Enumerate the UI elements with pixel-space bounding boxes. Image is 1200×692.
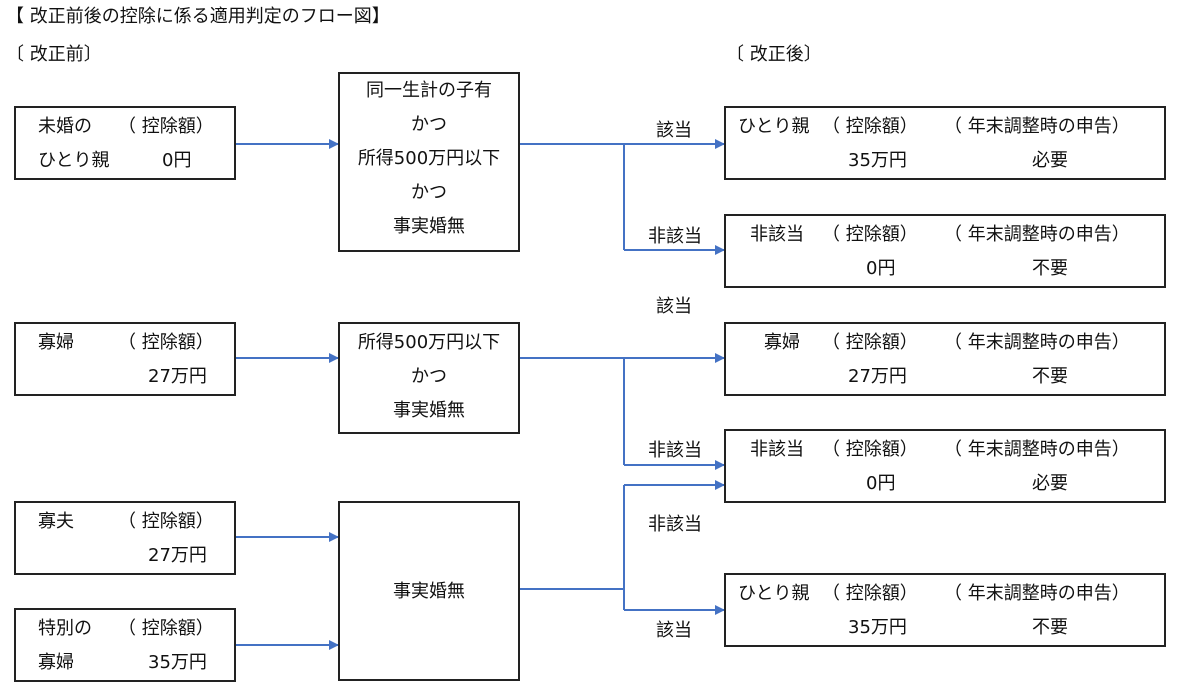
deduction-label: （ 控除額） xyxy=(822,332,918,353)
condition-text: 事実婚無 xyxy=(393,400,465,421)
declaration-value: 不要 xyxy=(1032,366,1068,387)
branch-label-not-applicable: 非該当 xyxy=(648,440,702,461)
deduction-label: （ 控除額） xyxy=(118,511,214,532)
condition-text: 同一生計の子有 xyxy=(366,80,492,101)
deduction-amount: 27万円 xyxy=(148,545,207,566)
after-box-widow: 寡婦 （ 控除額） （ 年末調整時の申告） 27万円 不要 xyxy=(724,322,1166,396)
after-heading: 〔 改正後〕 xyxy=(726,44,822,65)
condition-text: 所得500万円以下 xyxy=(357,148,501,169)
before-box-widow: 寡婦 （ 控除額） 27万円 xyxy=(14,322,236,396)
after-box-not-applicable-2: 非該当 （ 控除額） （ 年末調整時の申告） 0円 必要 xyxy=(724,429,1166,503)
deduction-label: （ 控除額） xyxy=(822,224,918,245)
deduction-amount: 35万円 xyxy=(148,652,207,673)
deduction-amount: 0円 xyxy=(866,258,896,279)
declaration-label: （ 年末調整時の申告） xyxy=(944,224,1130,245)
before-label: 寡婦 xyxy=(38,652,74,673)
after-category: 寡婦 xyxy=(764,332,800,353)
deduction-label: （ 控除額） xyxy=(118,332,214,353)
declaration-label: （ 年末調整時の申告） xyxy=(944,583,1130,604)
condition-text: 事実婚無 xyxy=(393,581,465,602)
before-box-widower: 寡夫 （ 控除額） 27万円 xyxy=(14,501,236,575)
branch-label-not-applicable: 非該当 xyxy=(648,226,702,247)
deduction-label: （ 控除額） xyxy=(118,116,214,137)
deduction-label: （ 控除額） xyxy=(822,583,918,604)
before-heading: 〔 改正前〕 xyxy=(6,44,102,65)
after-box-not-applicable-1: 非該当 （ 控除額） （ 年末調整時の申告） 0円 不要 xyxy=(724,214,1166,288)
before-label: 寡婦 xyxy=(38,332,74,353)
before-label: 未婚の xyxy=(38,116,92,137)
condition-text: 所得500万円以下 xyxy=(357,332,501,353)
deduction-label: （ 控除額） xyxy=(118,618,214,639)
deduction-amount: 27万円 xyxy=(848,366,907,387)
condition-box-2: 所得500万円以下 かつ 事実婚無 xyxy=(338,322,520,434)
condition-text: かつ xyxy=(411,182,447,203)
after-category: ひとり親 xyxy=(738,583,810,604)
before-label: 寡夫 xyxy=(38,511,74,532)
branch-label-applicable: 該当 xyxy=(656,296,692,317)
declaration-label: （ 年末調整時の申告） xyxy=(944,439,1130,460)
declaration-value: 不要 xyxy=(1032,258,1068,279)
after-category: ひとり親 xyxy=(738,116,810,137)
condition-text: 事実婚無 xyxy=(393,216,465,237)
branch-label-applicable: 該当 xyxy=(656,120,692,141)
before-label: ひとり親 xyxy=(38,150,110,171)
after-category: 非該当 xyxy=(750,439,804,460)
condition-text: かつ xyxy=(411,366,447,387)
deduction-amount: 0円 xyxy=(866,473,896,494)
deduction-amount: 0円 xyxy=(162,150,192,171)
deduction-amount: 35万円 xyxy=(848,617,907,638)
condition-box-1: 同一生計の子有 かつ 所得500万円以下 かつ 事実婚無 xyxy=(338,72,520,252)
after-box-single-parent-1: ひとり親 （ 控除額） （ 年末調整時の申告） 35万円 必要 xyxy=(724,106,1166,180)
condition-text: かつ xyxy=(411,114,447,135)
deduction-amount: 35万円 xyxy=(848,150,907,171)
declaration-value: 必要 xyxy=(1032,473,1068,494)
deduction-amount: 27万円 xyxy=(148,366,207,387)
branch-label-not-applicable: 非該当 xyxy=(648,514,702,535)
after-box-single-parent-2: ひとり親 （ 控除額） （ 年末調整時の申告） 35万円 不要 xyxy=(724,573,1166,647)
declaration-value: 不要 xyxy=(1032,617,1068,638)
deduction-label: （ 控除額） xyxy=(822,439,918,460)
page-title: 【 改正前後の控除に係る適用判定のフロー図】 xyxy=(6,6,390,27)
branch-label-applicable: 該当 xyxy=(656,620,692,641)
deduction-label: （ 控除額） xyxy=(822,116,918,137)
before-box-special-widow: 特別の 寡婦 （ 控除額） 35万円 xyxy=(14,608,236,682)
before-label: 特別の xyxy=(38,618,92,639)
declaration-value: 必要 xyxy=(1032,150,1068,171)
after-category: 非該当 xyxy=(750,224,804,245)
declaration-label: （ 年末調整時の申告） xyxy=(944,332,1130,353)
condition-box-3: 事実婚無 xyxy=(338,501,520,681)
declaration-label: （ 年末調整時の申告） xyxy=(944,116,1130,137)
before-box-unmarried-single-parent: 未婚の ひとり親 （ 控除額） 0円 xyxy=(14,106,236,180)
